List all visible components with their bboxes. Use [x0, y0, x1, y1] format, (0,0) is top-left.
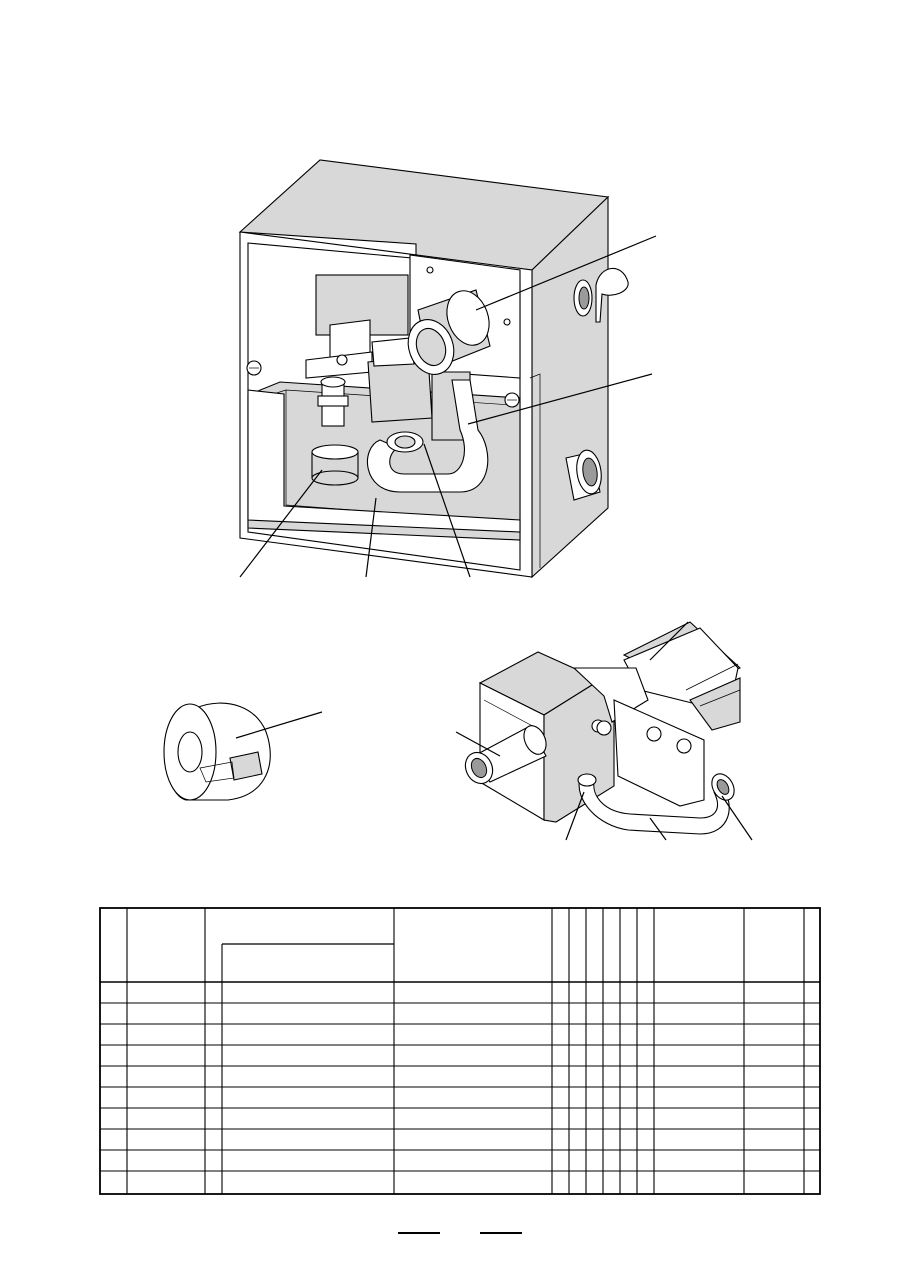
leader-hose-clamp-right	[721, 795, 753, 841]
leader-outlet-pipe	[475, 235, 657, 311]
leader-magnet-ring	[235, 711, 323, 739]
leader-pump	[423, 443, 471, 578]
support-frame	[613, 699, 705, 807]
hook-pin	[595, 267, 629, 323]
tray-lip	[247, 389, 521, 533]
leader-hose-clamp-left	[565, 791, 585, 841]
leader-float	[239, 469, 323, 578]
hose-clamp-left	[577, 773, 597, 787]
wing-screw	[596, 720, 612, 736]
hose-assembly-figure	[455, 621, 753, 841]
magnet-ring-hole	[177, 731, 203, 773]
leader-u-hose	[467, 373, 653, 425]
leader-tray	[365, 497, 377, 578]
drain-u-hose	[367, 379, 489, 493]
leader-panel	[649, 621, 689, 661]
magnet-clip	[229, 751, 263, 781]
leader-u-hose-lower	[649, 817, 667, 841]
leader-assembly-pipe	[455, 731, 501, 757]
parts-table	[99, 907, 821, 1195]
table-border	[99, 907, 821, 1195]
magnet-ring-figure	[163, 702, 323, 801]
main-unit-figure	[238, 159, 657, 579]
